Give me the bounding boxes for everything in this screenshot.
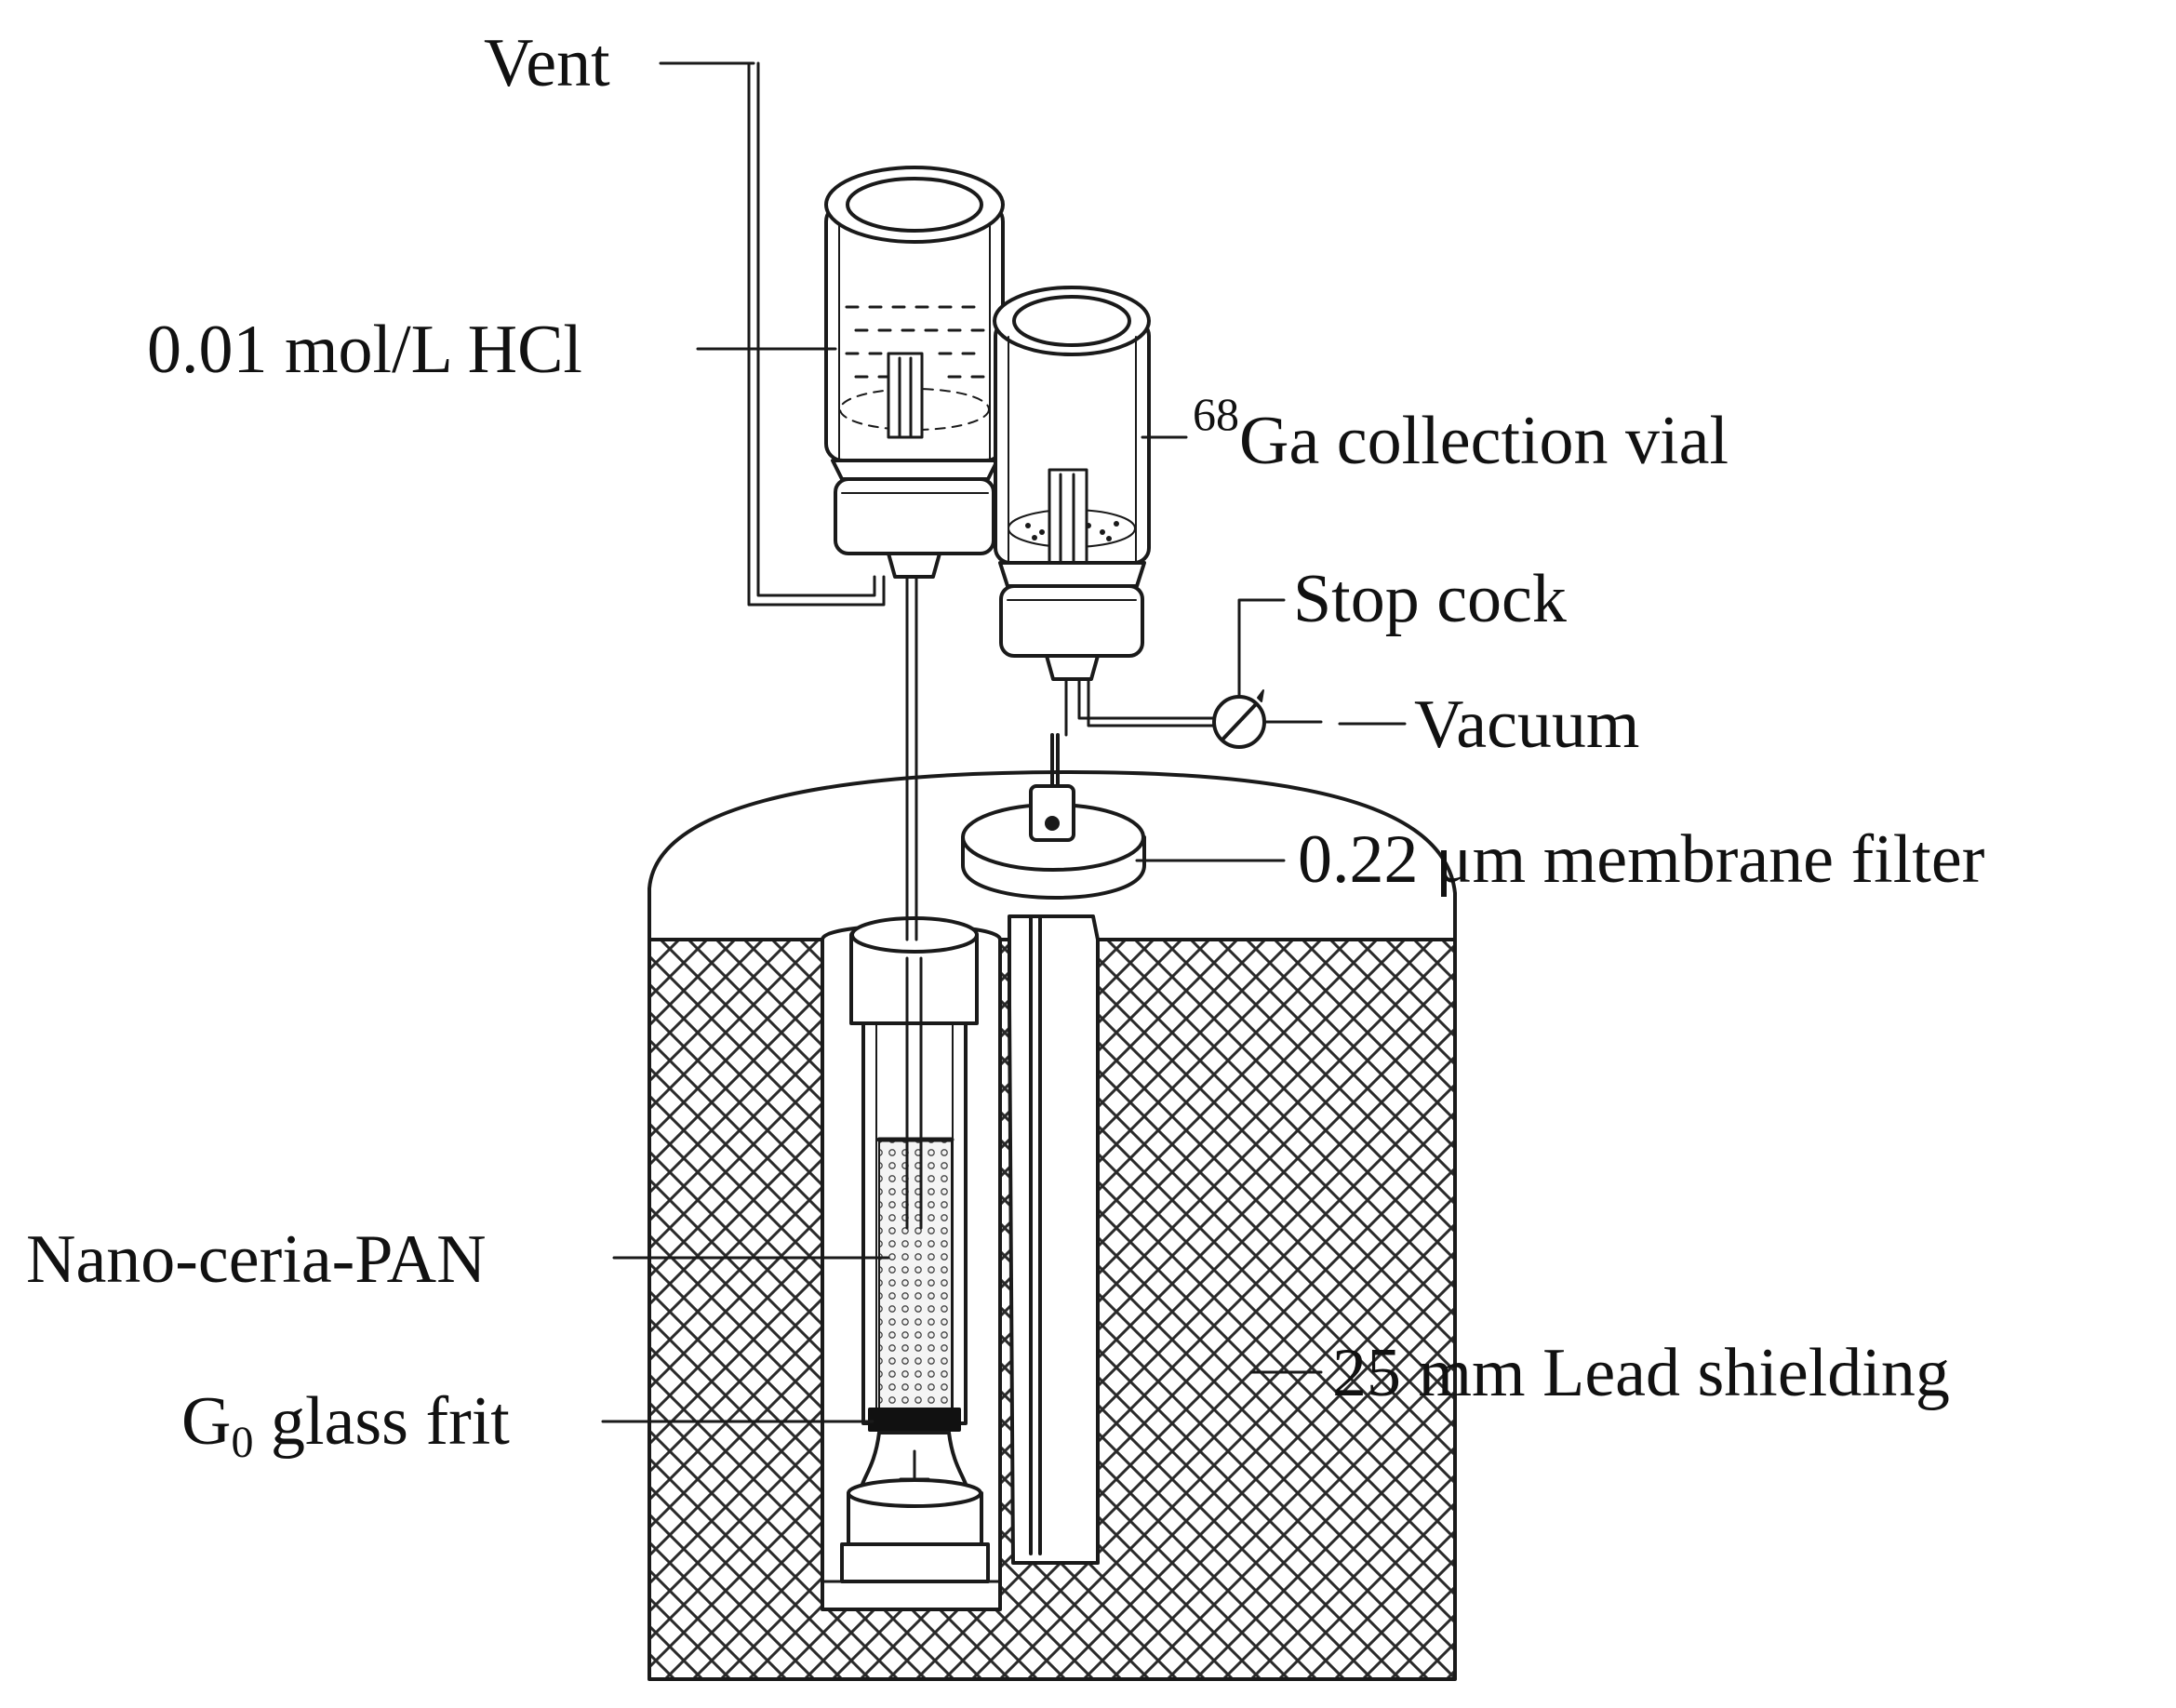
- stopcock-label: Stop cock: [1293, 561, 1567, 637]
- leader-lines: [601, 347, 1323, 1423]
- stopcock-valve: [1212, 598, 1286, 749]
- generator-column: [840, 916, 990, 1583]
- nano-ceria-bed: [878, 1139, 953, 1410]
- frit-rest: glass frit: [253, 1383, 510, 1460]
- lead-shielding-label: 25 mm Lead shielding: [1332, 1335, 1950, 1411]
- nano-ceria-label: Nano-ceria-PAN: [26, 1221, 487, 1298]
- vacuum-line: [1064, 677, 1407, 737]
- membrane-filter: [961, 733, 1146, 900]
- tubing-channel: [1008, 914, 1100, 1565]
- membrane-filter-label: 0.22 μm membrane filter: [1298, 821, 1984, 898]
- hcl-label: 0.01 mol/L HCl: [147, 312, 582, 388]
- glass-frit-label: G0 glass frit: [181, 1383, 510, 1467]
- hcl-vial: [824, 166, 1005, 579]
- lead-shielding: [647, 770, 1457, 1681]
- frit-subscript: 0: [231, 1418, 253, 1467]
- collection-vial-label: 68Ga collection vial: [1193, 388, 1729, 479]
- vent-tube: [659, 61, 886, 607]
- vacuum-label: Vacuum: [1414, 687, 1640, 763]
- vent-label: Vent: [484, 25, 610, 101]
- collection-vial: [993, 286, 1151, 681]
- isotope-superscript: 68: [1193, 388, 1239, 440]
- collection-vial-text: Ga collection vial: [1239, 403, 1729, 479]
- glass-frit-band: [868, 1408, 961, 1432]
- frit-letter: G: [181, 1383, 231, 1460]
- hcl-liquid: [845, 305, 985, 379]
